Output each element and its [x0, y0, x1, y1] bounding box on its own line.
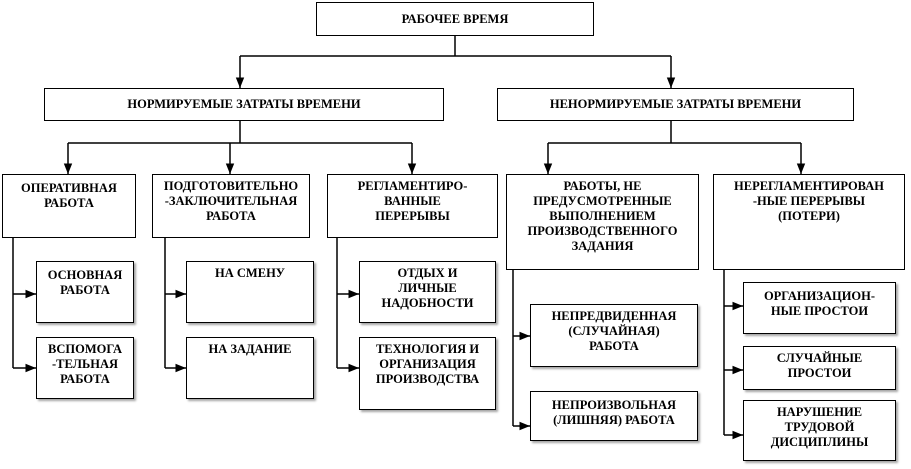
org-downtime-label: ОРГАНИЗАЦИОН- НЫЕ ПРОСТОИ — [763, 289, 876, 318]
per-task-node: НА ЗАДАНИЕ — [186, 337, 314, 399]
operative-work-node: ОПЕРАТИВНАЯ РАБОТА — [2, 174, 136, 238]
involuntary-label: НЕПРОИЗВОЛЬНАЯ (ЛИШНЯЯ) РАБОТА — [551, 398, 677, 427]
normed-costs-label: НОРМИРУЕМЫЕ ЗАТРАТЫ ВРЕМЕНИ — [127, 97, 361, 111]
regulated-breaks-label: РЕГЛАМЕНТИРО- ВАННЫЕ ПЕРЕРЫВЫ — [357, 179, 468, 223]
discipline-violation-node: НАРУШЕНИЕ ТРУДОВОЙ ДИСЦИПЛИНЫ — [743, 400, 896, 461]
auxiliary-work-node: ВСПОМОГА -ТЕЛЬНАЯ РАБОТА — [36, 337, 134, 399]
per-shift-label: НА СМЕНУ — [215, 266, 285, 280]
discipline-violation-label: НАРУШЕНИЕ ТРУДОВОЙ ДИСЦИПЛИНЫ — [770, 405, 869, 449]
involuntary-node: НЕПРОИЗВОЛЬНАЯ (ЛИШНЯЯ) РАБОТА — [530, 391, 698, 441]
main-work-label: ОСНОВНАЯ РАБОТА — [47, 268, 123, 297]
per-shift-node: НА СМЕНУ — [186, 261, 314, 323]
operative-work-label: ОПЕРАТИВНАЯ РАБОТА — [21, 181, 117, 210]
org-downtime-node: ОРГАНИЗАЦИОН- НЫЕ ПРОСТОИ — [743, 282, 896, 334]
preparatory-work-node: ПОДГОТОВИТЕЛЬНО -ЗАКЛЮЧИТЕЛЬНАЯ РАБОТА — [152, 174, 310, 238]
auxiliary-work-label: ВСПОМОГА -ТЕЛЬНАЯ РАБОТА — [48, 342, 122, 386]
root-label: РАБОЧЕЕ ВРЕМЯ — [401, 11, 509, 26]
unregulated-breaks-node: НЕРЕГЛАМЕНТИРОВАН -НЫЕ ПЕРЕРЫВЫ (ПОТЕРИ) — [713, 174, 905, 270]
random-downtime-node: СЛУЧАЙНЫЕ ПРОСТОИ — [743, 346, 896, 390]
unforeseen-work-label: РАБОТЫ, НЕ ПРЕДУСМОТРЕННЫЕ ВЫПОЛНЕНИЕМ П… — [527, 179, 678, 253]
unnormed-costs-node: НЕНОРМИРУЕМЫЕ ЗАТРАТЫ ВРЕМЕНИ — [497, 88, 854, 121]
unnormed-costs-label: НЕНОРМИРУЕМЫЕ ЗАТРАТЫ ВРЕМЕНИ — [549, 97, 802, 111]
unforeseen-work-node: РАБОТЫ, НЕ ПРЕДУСМОТРЕННЫЕ ВЫПОЛНЕНИЕМ П… — [506, 174, 699, 270]
per-task-label: НА ЗАДАНИЕ — [208, 342, 292, 356]
regulated-breaks-node: РЕГЛАМЕНТИРО- ВАННЫЕ ПЕРЕРЫВЫ — [327, 174, 498, 238]
rest-node: ОТДЫХ И ЛИЧНЫЕ НАДОБНОСТИ — [359, 261, 496, 323]
technology-node: ТЕХНОЛОГИЯ И ОРГАНИЗАЦИЯ ПРОИЗВОДСТВА — [359, 337, 496, 410]
technology-label: ТЕХНОЛОГИЯ И ОРГАНИЗАЦИЯ ПРОИЗВОДСТВА — [375, 342, 480, 386]
root-node: РАБОЧЕЕ ВРЕМЯ — [316, 2, 594, 36]
unforeseen-random-node: НЕПРЕДВИДЕННАЯ (СЛУЧАЙНАЯ) РАБОТА — [530, 304, 698, 367]
rest-label: ОТДЫХ И ЛИЧНЫЕ НАДОБНОСТИ — [381, 266, 474, 310]
unforeseen-random-label: НЕПРЕДВИДЕННАЯ (СЛУЧАЙНАЯ) РАБОТА — [551, 309, 677, 353]
random-downtime-label: СЛУЧАЙНЫЕ ПРОСТОИ — [776, 351, 863, 380]
normed-costs-node: НОРМИРУЕМЫЕ ЗАТРАТЫ ВРЕМЕНИ — [44, 88, 444, 121]
main-work-node: ОСНОВНАЯ РАБОТА — [36, 261, 134, 323]
preparatory-work-label: ПОДГОТОВИТЕЛЬНО -ЗАКЛЮЧИТЕЛЬНАЯ РАБОТА — [163, 179, 299, 223]
unregulated-breaks-label: НЕРЕГЛАМЕНТИРОВАН -НЫЕ ПЕРЕРЫВЫ (ПОТЕРИ) — [734, 179, 884, 223]
